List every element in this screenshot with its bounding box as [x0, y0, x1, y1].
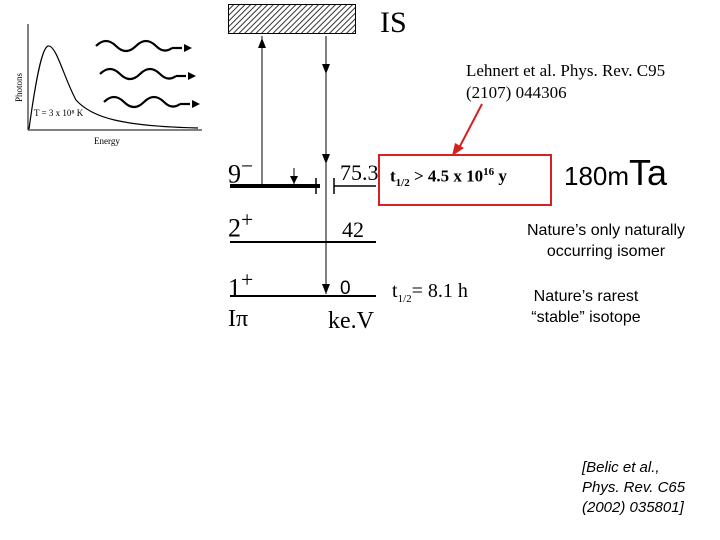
is-label: IS	[380, 6, 407, 39]
planck-inset-plot: Photons Energy T = 3 x 10⁸ K	[14, 24, 202, 146]
energy-label-0: 0	[340, 278, 351, 299]
spin-label-2: 2+	[228, 208, 254, 243]
is-hatched-box	[228, 4, 356, 34]
inset-xlabel: Energy	[94, 136, 120, 146]
reference-belic-line2: Phys. Rev. C65	[582, 479, 686, 496]
reference-lehnert-line1: Lehnert et al. Phys. Rev. C95	[466, 61, 666, 80]
isomer-name: 180mTa	[564, 152, 668, 193]
pointer-arrowhead-icon	[452, 143, 464, 156]
isomer-halflife-box	[378, 154, 552, 206]
spin-label-1: 1+	[228, 268, 254, 303]
up-arrowhead-icon	[258, 38, 266, 48]
reference-lehnert-line2: (2107) 044306	[466, 83, 567, 102]
down-arrowhead-icon	[322, 64, 330, 74]
note-rarest-stable: Nature’s rarest “stable” isotope	[531, 288, 641, 326]
down-arrowhead-icon	[290, 176, 298, 184]
reference-belic-line3: (2002) 035801]	[582, 499, 684, 516]
down-arrowhead-icon	[322, 154, 330, 164]
reference-belic-line1: [Belic et al.,	[582, 459, 660, 476]
reference-belic: [Belic et al., Phys. Rev. C65 (2002) 035…	[582, 458, 714, 518]
inset-ylabel: Photons	[14, 72, 24, 102]
ground-halflife: t1/2= 8.1 h	[392, 280, 468, 305]
column-spin-parity: Iπ	[228, 306, 249, 332]
photon-waves	[95, 39, 190, 109]
note-only-isomer: Nature’s only naturally occurring isomer	[526, 222, 685, 260]
photon-arrowheads	[184, 44, 200, 108]
isomer-halflife-text: t1/2 > 4.5 x 1016 y	[390, 166, 507, 190]
energy-label-42: 42	[342, 217, 364, 242]
reference-lehnert: Lehnert et al. Phys. Rev. C95 (2107) 044…	[466, 60, 706, 104]
inset-annotation: T = 3 x 10⁸ K	[34, 108, 84, 118]
down-arrowhead-icon	[322, 284, 330, 294]
energy-label-753: 75.3	[340, 160, 379, 185]
pointer-arrow	[458, 103, 483, 149]
spin-label-9: 9−	[228, 154, 254, 189]
column-energy-unit: ke.V	[328, 308, 374, 334]
